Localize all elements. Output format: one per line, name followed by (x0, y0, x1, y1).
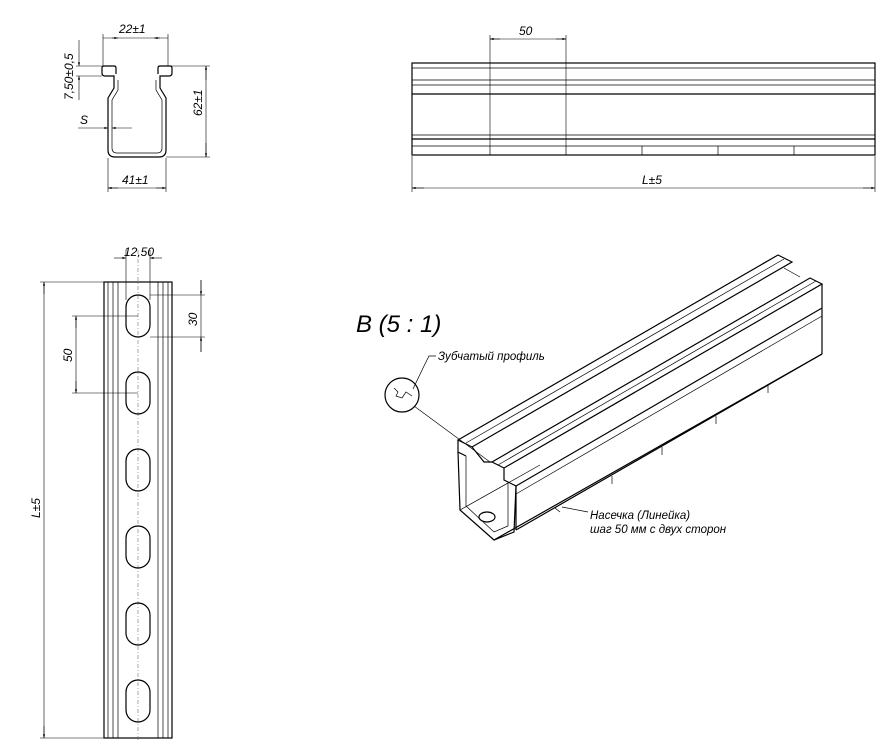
tooth-note: Зубчатый профиль (438, 351, 545, 363)
slot (125, 525, 151, 569)
dim-slot-width: 12,50 (124, 245, 154, 259)
side-view-outline (411, 62, 876, 156)
channel-inner-profile (111, 80, 163, 154)
channel-profile (101, 65, 173, 158)
cross-section-view (76, 34, 210, 192)
dim-height: 62±1 (191, 89, 205, 116)
dim-pitch-side: 50 (519, 24, 533, 38)
dim-length-front: L±5 (29, 498, 43, 518)
dim-width-bottom: 41±1 (122, 173, 149, 187)
slots (125, 294, 151, 723)
slot (125, 602, 151, 646)
dim-length-side: L±5 (642, 173, 662, 187)
detail-circle (384, 377, 420, 413)
front-view (40, 250, 205, 740)
dim-pitch-front: 50 (61, 348, 75, 362)
dim-width-top: 22±1 (118, 22, 146, 36)
detail-title: B (5 : 1) (356, 311, 441, 338)
dim-thickness: S (80, 113, 88, 127)
notch-note-line2: шаг 50 мм с двух сторон (590, 524, 727, 536)
side-view (411, 35, 876, 192)
isometric-view (384, 254, 824, 541)
dim-lip: 7,50±0,5 (62, 53, 76, 100)
dim-slot-length: 30 (186, 312, 200, 326)
slot (125, 448, 151, 492)
slot (125, 679, 151, 723)
notch-note-line1: Насечка (Линейка) (590, 510, 690, 522)
